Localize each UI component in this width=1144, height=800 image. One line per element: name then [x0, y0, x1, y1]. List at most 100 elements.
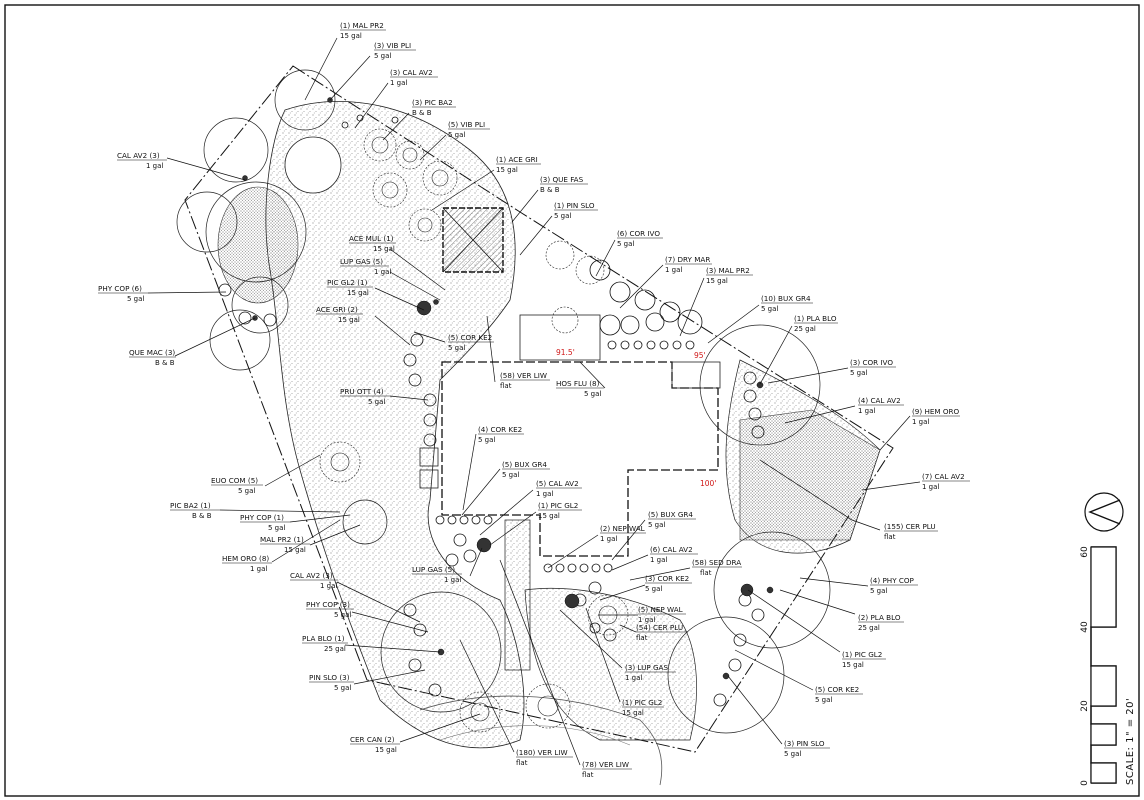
plant-label: (1) PLA BLO 25 gal [794, 314, 838, 333]
plant-code: (7) CAL AV2 [922, 472, 965, 481]
plant-code: (5) VIB PLI [448, 120, 485, 129]
plant-code: (2) NEP WAL [600, 524, 645, 533]
plant-code: ACE MUL (1) [349, 234, 394, 243]
plant-size: 5 gal [784, 750, 801, 758]
plant-code: (4) CAL AV2 [858, 396, 901, 405]
plant-size: 15 gal [347, 289, 369, 297]
scale-note: SCALE: 1" = 20' [1125, 698, 1136, 785]
plant-code: PLA BLO (1) [302, 634, 345, 643]
plant-code: (3) COR IVO [850, 358, 893, 367]
plant-size: 5 gal [374, 52, 391, 60]
elevation-label: 91.5' [556, 348, 575, 357]
plant-code: (10) BUX GR4 [761, 294, 811, 303]
plant-label: ACE MUL (1)15 gal [349, 234, 396, 253]
elevation-label: 95' [694, 351, 706, 360]
stepping-pad-1 [419, 447, 439, 467]
plant-size: 5 gal [478, 436, 495, 444]
plant-label: (4) CAL AV2 1 gal [858, 396, 904, 415]
plant-code: (4) COR KE2 [478, 425, 522, 434]
north-arrow-icon [1084, 492, 1124, 532]
plant-label: HOS FLU (8)5 gal [556, 379, 604, 398]
plant-size: 1 gal [650, 556, 667, 564]
plant-size: flat [636, 634, 648, 642]
plant-size: 15 gal [706, 277, 728, 285]
plant-label: (7) CAL AV2 1 gal [922, 472, 970, 491]
scale-tick-label: 0 [1080, 780, 1090, 786]
plant-code: EUO COM (5) [211, 476, 258, 485]
plant-code: PIC GL2 (1) [327, 278, 368, 287]
plant-size: 5 gal [368, 398, 385, 406]
groundcover-east [739, 409, 881, 541]
plant-size: 5 gal [645, 585, 662, 593]
plant-code: (3) VIB PLI [374, 41, 411, 50]
plant-size: 1 gal [858, 407, 875, 415]
plant-code: (58) SED DRA [692, 558, 741, 567]
plant-label: PHY COP (3)5 gal [306, 600, 354, 619]
plant-size: 25 gal [794, 325, 816, 333]
plant-label: HEM ORO (8)1 gal [222, 554, 272, 573]
plant-size: 5 gal [127, 295, 144, 303]
plant-code: (3) COR KE2 [645, 574, 689, 583]
shrub-masses [319, 128, 629, 733]
plant-size: 1 gal [922, 483, 939, 491]
plant-code: (5) COR KE2 [448, 333, 492, 342]
plant-code: HOS FLU (8) [556, 379, 600, 388]
plant-label: (10) BUX GR4 5 gal [761, 294, 813, 313]
plant-code: (4) PHY COP [870, 576, 915, 585]
plant-size: B & B [540, 186, 560, 194]
plant-code: HEM ORO (8) [222, 554, 269, 563]
plant-label: PIN SLO (3)5 gal [309, 673, 354, 692]
plant-label: (54) CER PLU flat [636, 623, 688, 642]
plant-code: (1) PIC GL2 [622, 698, 662, 707]
plant-code: (3) LUP GAS [625, 663, 668, 672]
plant-code: CER CAN (2) [350, 735, 395, 744]
plant-label: QUE MAC (3)B & B [129, 348, 176, 367]
groundcover-west [217, 186, 299, 304]
plant-label: PIC GL2 (1) 15 gal [327, 278, 373, 297]
plant-code: (1) PLA BLO [794, 314, 837, 323]
round-lawn [284, 136, 342, 194]
scale-tick-label: 20 [1080, 700, 1090, 712]
plant-label: PRU OTT (4)5 gal [340, 387, 390, 406]
plant-label: ACE GRI (2)15 gal [316, 305, 363, 324]
plant-code: (9) HEM ORO [912, 407, 960, 416]
plant-size: 1 gal [912, 418, 929, 426]
plant-label: EUO COM (5)5 gal [211, 476, 263, 495]
plant-label: (3) COR KE2 5 gal [645, 574, 692, 593]
plant-code: PHY COP (3) [306, 600, 350, 609]
plant-code: (155) CER PLU [884, 522, 936, 531]
plant-code: PHY COP (1) [240, 513, 284, 522]
planting-bed-south [524, 587, 697, 741]
plant-code: PHY COP (6) [98, 284, 142, 293]
plant-size: 5 gal [761, 305, 778, 313]
plant-size: 1 gal [638, 616, 655, 624]
plant-code: (3) CAL AV2 [390, 68, 433, 77]
plant-size: 15 gal [842, 661, 864, 669]
shade-structure [442, 207, 504, 273]
plant-code: (54) CER PLU [636, 623, 683, 632]
plant-size: flat [500, 382, 512, 390]
scale-tick-label: 40 [1080, 621, 1090, 633]
plant-code: (2) PLA BLO [858, 613, 901, 622]
plant-size: 25 gal [858, 624, 880, 632]
plant-code: PIC BA2 (1) [170, 501, 211, 510]
plant-size: B & B [192, 512, 212, 520]
elevation-label: 100' [700, 479, 716, 488]
plant-label: CAL AV2 (3)1 gal [117, 151, 167, 170]
plant-label: MAL PR2 (1)15 gal [260, 535, 310, 554]
stepping-pad-2 [419, 469, 439, 489]
plant-size: 5 gal [870, 587, 887, 595]
